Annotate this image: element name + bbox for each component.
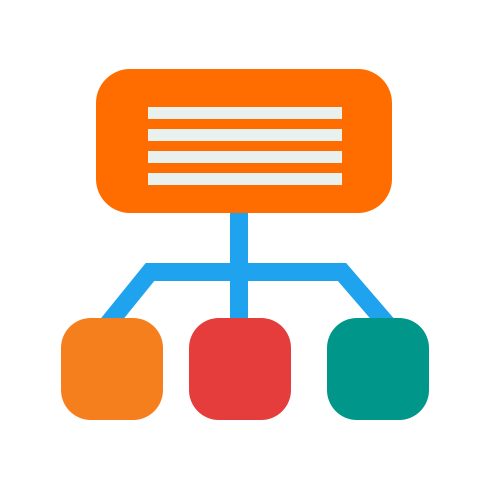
text-line-4 (148, 173, 342, 185)
text-line-1 (148, 107, 342, 119)
child-node-left (61, 318, 163, 420)
connector-lines (96, 210, 399, 336)
connector-branch-left (96, 263, 239, 336)
root-node (96, 69, 392, 213)
text-line-3 (148, 151, 342, 163)
connector-branch-right (239, 263, 399, 336)
child-nodes (61, 318, 429, 420)
child-node-right (327, 318, 429, 420)
text-line-2 (148, 129, 342, 141)
root-text-lines (148, 107, 342, 185)
child-node-middle (189, 318, 291, 420)
